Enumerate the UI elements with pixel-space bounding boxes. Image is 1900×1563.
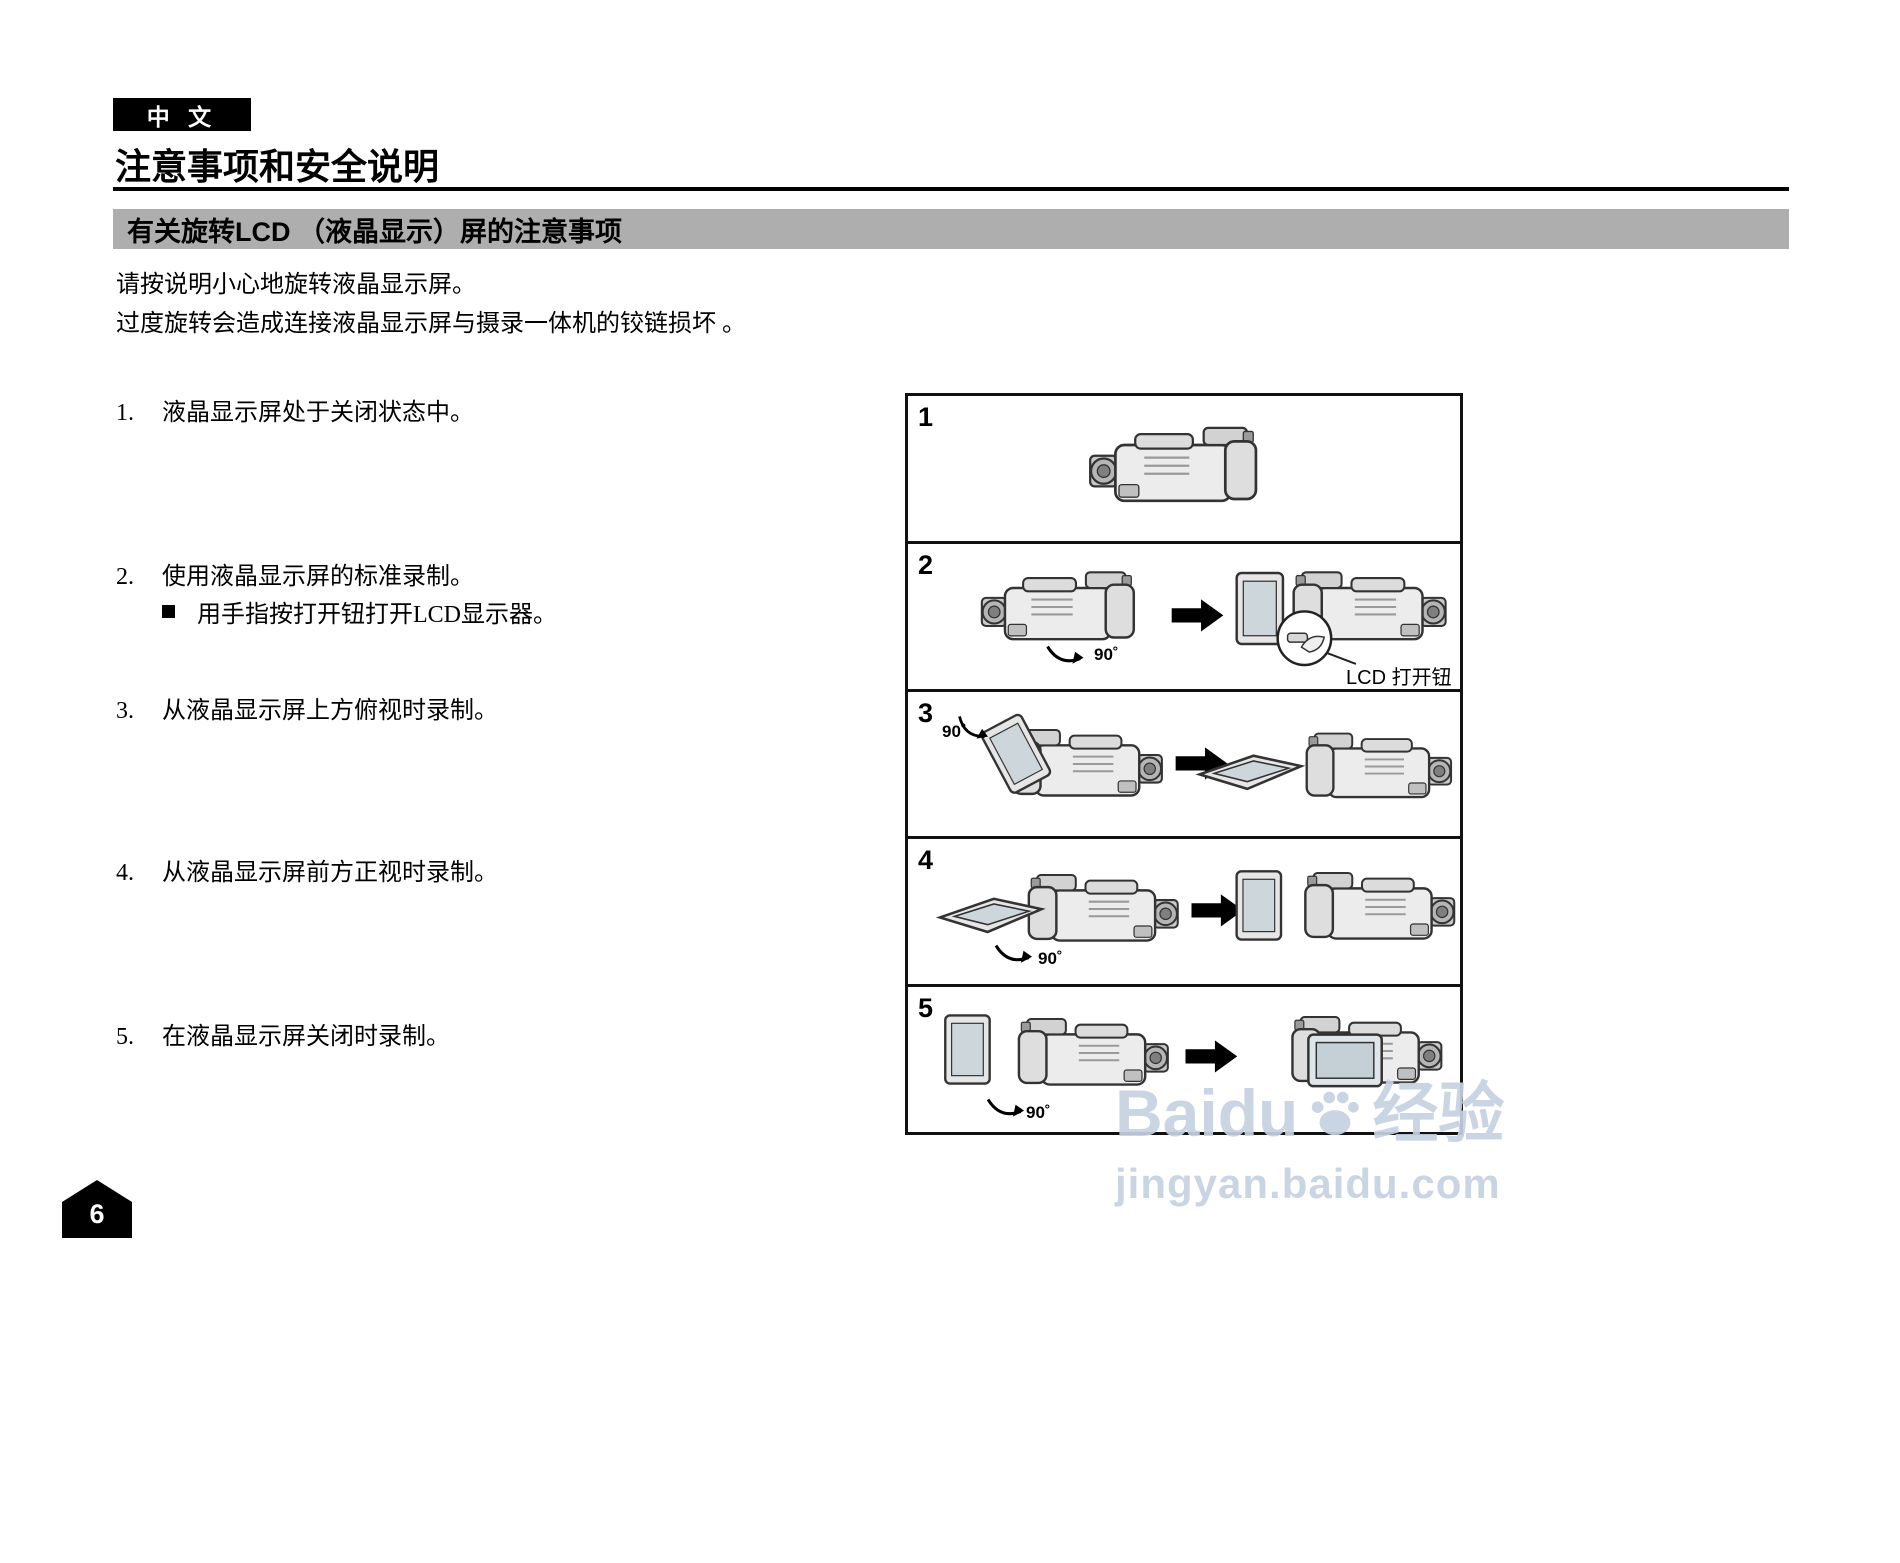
watermark-brand: Baidu (1115, 1076, 1299, 1150)
watermark-suffix: 经验 (1372, 1076, 1505, 1150)
transition-arrow-icon (1171, 599, 1224, 632)
step-number: 1. (116, 400, 134, 426)
panel-number: 4 (918, 845, 934, 876)
camcorder-lcd-front-illustration (938, 870, 1456, 965)
camcorder-icon (1017, 1017, 1170, 1086)
figure-panel-3: 3 90˚ (908, 692, 1460, 840)
step-item-3: 3. 从液晶显示屏上方俯视时录制。 (116, 690, 498, 725)
rotation-angle-label: 90˚ (1026, 1103, 1051, 1123)
lcd-rotation-figure: 1 2 90˚ LCD 打开钮 (905, 393, 1463, 1135)
page-title: 注意事项和安全说明 (115, 146, 440, 187)
transition-arrow-icon (1191, 894, 1244, 927)
rotation-angle-label: 90˚ (1038, 949, 1063, 969)
step-number: 5. (116, 1024, 134, 1050)
camcorder-icon (1027, 874, 1179, 943)
panel-number: 1 (918, 402, 934, 432)
panel-number: 3 (918, 697, 934, 728)
step-item-4: 4. 从液晶显示屏前方正视时录制。 (116, 852, 498, 887)
rotate-arrow-icon (986, 1098, 1026, 1119)
watermark: Baidu 经验 jingyan.baidu.com (1115, 1080, 1504, 1208)
square-bullet-icon (162, 605, 175, 618)
camcorder-open-lcd-illustration (980, 570, 1447, 666)
figure-panel-1: 1 (908, 396, 1460, 544)
page-number-badge: 6 (62, 1180, 132, 1238)
step-number: 3. (116, 698, 134, 724)
rotate-arrow-icon (994, 944, 1034, 965)
lcd-panel-icon (943, 1014, 992, 1086)
step-text: 从液晶显示屏上方俯视时录制。 (162, 698, 498, 724)
title-divider (113, 187, 1789, 191)
camcorder-icon (1305, 731, 1453, 798)
rotation-angle-label: 90˚ (1094, 644, 1119, 664)
lcd-open-button-label: LCD 打开钮 (1346, 666, 1452, 689)
open-button-magnifier-icon (1276, 610, 1357, 666)
paw-icon (1312, 1091, 1360, 1136)
page-number: 6 (89, 1199, 105, 1229)
lcd-panel-icon (1235, 870, 1283, 942)
camcorder-lcd-closed-out-illustration (943, 1014, 1443, 1119)
intro-line-2: 过度旋转会造成连接液晶显示屏与摄录一体机的铰链损坏 。 (116, 311, 746, 337)
substep-text: 用手指按打开钮打开LCD显示器。 (197, 602, 557, 628)
watermark-logo-line: Baidu 经验 (1115, 1080, 1504, 1146)
step-text: 使用液晶显示屏的标准录制。 (162, 564, 474, 590)
figure-panel-4: 4 90˚ (908, 839, 1460, 988)
lcd-panel-flat-icon (938, 897, 1043, 934)
step-item-1: 1. 液晶显示屏处于关闭状态中。 (116, 392, 474, 427)
step-text: 在液晶显示屏关闭时录制。 (162, 1024, 450, 1050)
language-badge: 中 文 (113, 98, 251, 131)
step-text: 液晶显示屏处于关闭状态中。 (162, 400, 474, 426)
rotation-angle-label: 90˚ (942, 721, 967, 741)
watermark-url: jingyan.baidu.com (1115, 1160, 1501, 1207)
intro-line-1: 请按说明小心地旋转液晶显示屏。 (116, 272, 476, 298)
figure-panel-2: 2 90˚ LCD 打开钮 (908, 544, 1460, 692)
camcorder-lcd-tilt-up-illustration (953, 711, 1453, 798)
camcorder-closed-illustration (1088, 426, 1258, 503)
step-number: 2. (116, 564, 134, 590)
camcorder-icon (1304, 872, 1456, 941)
panel-number: 5 (918, 993, 934, 1024)
camcorder-icon (980, 570, 1136, 641)
step-item-5: 5. 在液晶显示屏关闭时录制。 (116, 1016, 450, 1051)
section-header: 有关旋转LCD （液晶显示）屏的注意事项 (113, 209, 1789, 249)
step-number: 4. (116, 860, 134, 886)
transition-arrow-icon (1185, 1040, 1238, 1073)
intro-paragraph: 请按说明小心地旋转液晶显示屏。 过度旋转会造成连接液晶显示屏与摄录一体机的铰链损… (116, 266, 746, 344)
step-item-2: 2. 使用液晶显示屏的标准录制。 (116, 556, 474, 591)
rotate-arrow-icon (1045, 644, 1086, 666)
camcorder-icon (1088, 426, 1258, 503)
lcd-panel-icon (1235, 571, 1285, 646)
lcd-screen-facing-out-icon (1307, 1033, 1383, 1088)
panel-number: 2 (918, 549, 934, 580)
figure-panel-5: 5 90˚ (908, 987, 1460, 1132)
step-2-subitem: 用手指按打开钮打开LCD显示器。 (162, 594, 557, 629)
step-text: 从液晶显示屏前方正视时录制。 (162, 860, 498, 886)
